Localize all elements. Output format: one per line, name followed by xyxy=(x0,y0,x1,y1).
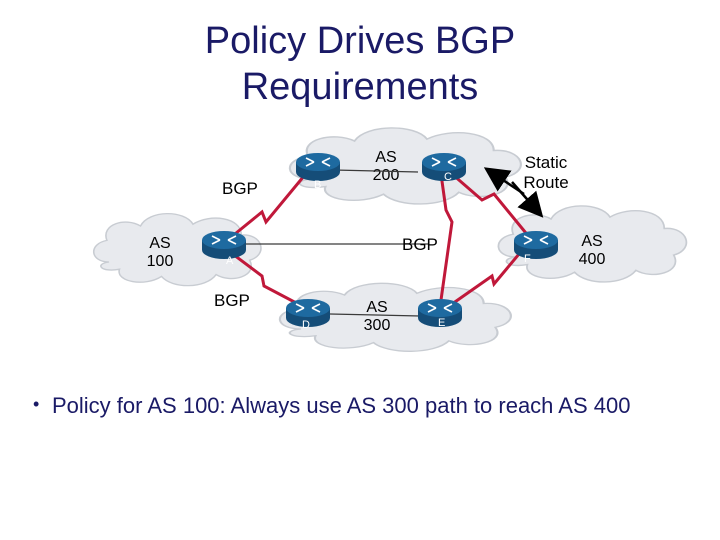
as300-label-line2: 300 xyxy=(364,317,391,334)
title-line-2: Requirements xyxy=(241,66,479,108)
router-d[interactable]: D xyxy=(285,298,331,331)
cloud-as100: AS 100 xyxy=(92,212,262,287)
link-c-e xyxy=(439,173,454,301)
policy-bullet-text: Policy for AS 100: Always use AS 300 pat… xyxy=(52,393,631,418)
as200-label-line1: AS xyxy=(375,149,396,166)
router-c[interactable]: C xyxy=(421,152,467,183)
static-route-label-line1: Static xyxy=(525,153,568,172)
router-e-label: E xyxy=(438,317,445,329)
bgp-label-ab: BGP xyxy=(222,179,258,198)
router-b[interactable]: B xyxy=(295,152,341,191)
link-d-e xyxy=(329,313,421,317)
router-c-label: C xyxy=(444,171,452,183)
title-line-1: Policy Drives BGP xyxy=(204,20,516,62)
router-f[interactable]: F xyxy=(513,230,559,265)
link-c-f xyxy=(451,172,532,239)
as400-label-line2: 400 xyxy=(579,251,606,268)
router-a-label: A xyxy=(226,255,234,267)
bgp-label-cf: BGP xyxy=(402,235,438,254)
as300-label-line1: AS xyxy=(366,299,387,316)
link-e-f xyxy=(451,247,526,306)
cloud-as300: AS 300 xyxy=(278,282,512,353)
router-icon xyxy=(295,152,341,182)
router-icon xyxy=(513,230,559,260)
static-route-label-line2: Route xyxy=(523,173,568,192)
link-a-d xyxy=(229,250,303,308)
router-d-label: D xyxy=(302,319,310,331)
link-a-b xyxy=(229,175,306,240)
router-e[interactable]: E xyxy=(417,298,463,329)
bgp-label-ad: BGP xyxy=(214,291,250,310)
as100-label-line2: 100 xyxy=(147,253,174,270)
policy-bullet: • Policy for AS 100: Always use AS 300 p… xyxy=(33,392,692,419)
bullet-icon: • xyxy=(33,394,40,414)
router-b-label: B xyxy=(314,179,321,191)
as200-label-line2: 200 xyxy=(373,167,400,184)
router-f-label: F xyxy=(524,253,531,265)
router-icon xyxy=(201,230,247,260)
router-a[interactable]: A xyxy=(201,230,247,267)
cloud-as400: AS 400 xyxy=(497,205,688,283)
arrow-icon xyxy=(511,181,544,218)
as400-label-line1: AS xyxy=(581,233,602,250)
slide-title: Policy Drives BGP Requirements xyxy=(0,18,720,110)
link-b-c xyxy=(333,169,419,173)
as100-label-line1: AS xyxy=(149,235,170,252)
